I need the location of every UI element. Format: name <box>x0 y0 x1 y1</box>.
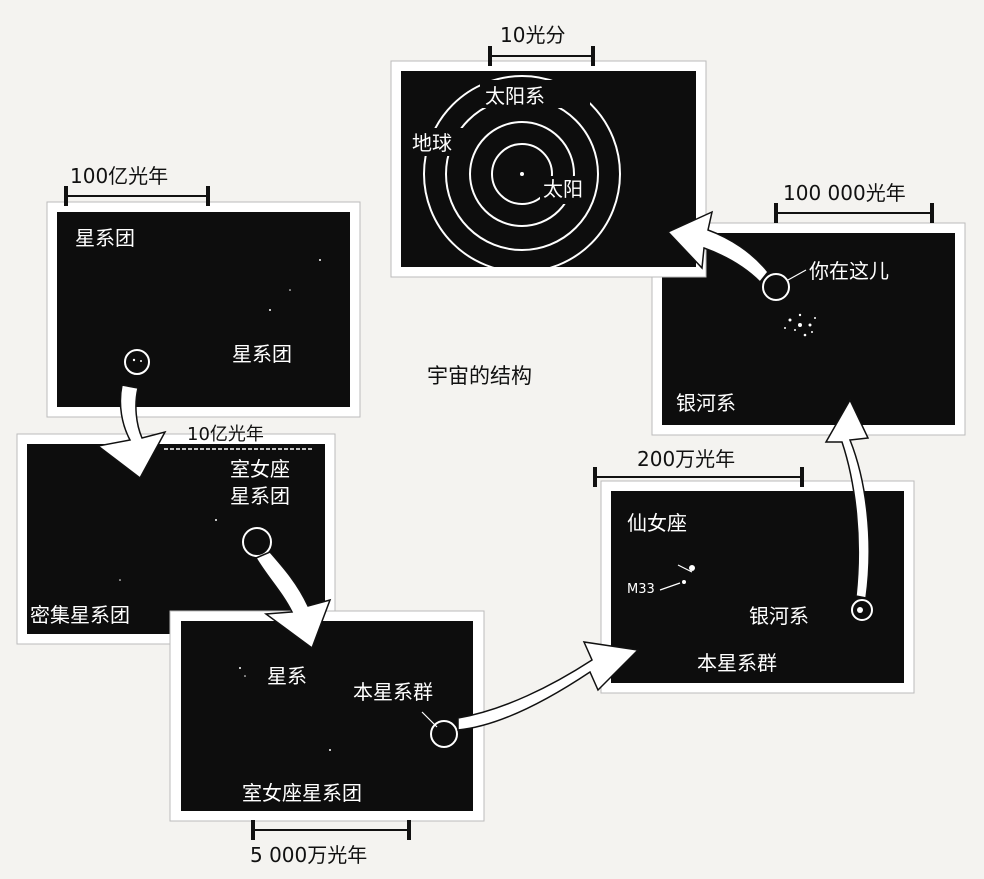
label-virgo-cluster: 室女座星系团 <box>242 781 362 805</box>
label-milky-way: 银河系 <box>676 391 736 415</box>
zoom-circle <box>762 273 790 301</box>
zoom-circle <box>430 720 458 748</box>
label-solar-system: 太阳系 <box>485 84 545 108</box>
arrow-p3-to-p4 <box>457 641 640 731</box>
panel-supercluster: 10亿光年 室女座 星系团 密集星系团 <box>16 424 336 645</box>
label-galaxy-cluster: 星系团 <box>232 342 292 366</box>
label-earth: 地球 <box>412 131 452 155</box>
arrow-p1-to-p2 <box>96 384 167 480</box>
label-andromeda: 仙女座 <box>627 511 687 535</box>
label-sun: 太阳 <box>543 177 583 201</box>
scale-label: 5 000万光年 <box>250 843 367 867</box>
scale-label: 100 000光年 <box>783 181 906 205</box>
label-milky-way: 银河系 <box>749 604 809 628</box>
arrow-p5-to-p6 <box>666 210 769 284</box>
label-local-group: 本星系群 <box>353 680 433 704</box>
zoom-circle <box>124 349 150 375</box>
scale-label: 200万光年 <box>637 447 735 471</box>
scale-label: 10亿光年 <box>187 424 264 445</box>
sun-dot <box>520 172 524 176</box>
label-m33: M33 <box>627 582 655 597</box>
label-local-group: 本星系群 <box>697 651 777 675</box>
label-you-are-here: 你在这儿 <box>809 259 889 283</box>
label-dense-cluster: 密集星系团 <box>30 603 130 627</box>
panel-cluster-of-clusters: 100亿光年 星系团 星系团 <box>46 164 361 418</box>
galaxy-speckle <box>784 313 816 337</box>
panel-solar-system: 10光分 太阳系 地球 太阳 <box>390 23 707 278</box>
zoom-circle <box>851 599 873 621</box>
label-galaxy-cluster-top: 星系团 <box>75 226 135 250</box>
scale-label: 10光分 <box>500 23 565 47</box>
label-galaxies: 星系 <box>267 664 307 688</box>
panel-virgo-cluster: 5 000万光年 星系 本星系群 室女座星系团 <box>169 610 485 867</box>
zoom-circle <box>242 527 272 557</box>
panel-milky-way: 100 000光年 你在这儿 银河系 <box>651 181 966 436</box>
scale-label: 100亿光年 <box>70 164 168 188</box>
label-virgo-line1: 室女座 <box>230 457 290 481</box>
diagram-title: 宇宙的结构 <box>427 364 532 388</box>
arrow-p2-to-p3 <box>254 551 332 650</box>
arrow-p4-to-p5 <box>824 398 870 599</box>
label-virgo-line2: 星系团 <box>230 484 290 508</box>
